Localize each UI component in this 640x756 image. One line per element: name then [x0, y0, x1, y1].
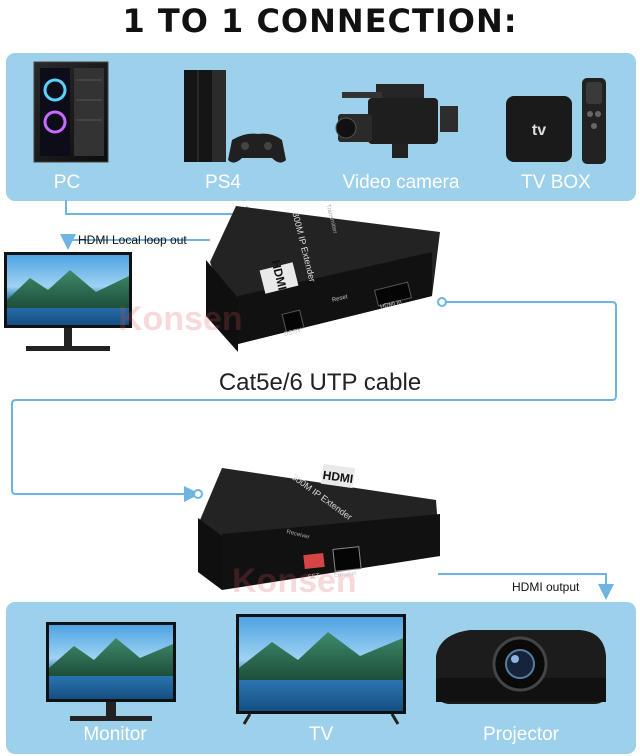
loop-out-label: HDMI Local loop out [78, 233, 187, 247]
pc-tower-icon [33, 61, 109, 163]
loop-out-monitor-icon [4, 252, 132, 351]
svg-text:tv: tv [532, 122, 546, 139]
display-label-projector: Projector [482, 724, 560, 745]
diagram-title: 1 TO 1 CONNECTION: [122, 2, 518, 40]
display-label-monitor: Monitor [83, 724, 147, 745]
tv-box-icon: tv [506, 78, 606, 164]
source-label-pc: PC [53, 172, 81, 193]
cable-label: Cat5e/6 UTP cable [218, 369, 422, 396]
ps4-console-icon [184, 70, 286, 163]
tv-icon [236, 614, 406, 725]
projector-icon [436, 630, 606, 704]
source-label-ps4: PS4 [205, 172, 241, 193]
display-label-tv: TV [308, 724, 334, 745]
watermark: Konsen [118, 300, 243, 338]
receiver-device [198, 463, 440, 590]
transmitter-device [206, 206, 440, 352]
signal-lines [11, 200, 617, 600]
video-camera-icon [335, 84, 458, 158]
watermark-lower: Konsen [232, 562, 357, 600]
monitor-icon [46, 622, 176, 721]
hdmi-output-label: HDMI output [512, 580, 580, 594]
source-label-video-camera: Video camera [342, 172, 460, 193]
source-label-tv-box: TV BOX [521, 172, 591, 193]
